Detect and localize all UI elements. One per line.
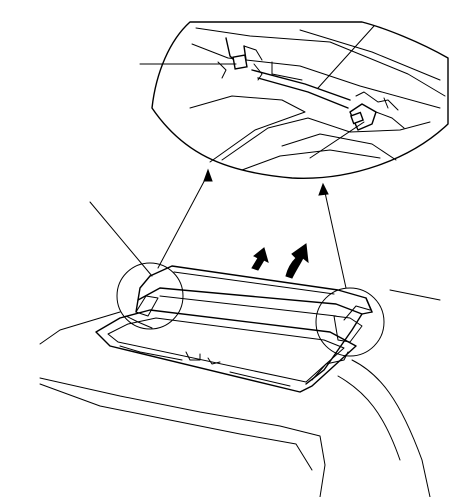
detail-glass-rail (251, 69, 351, 109)
detail-view-frame (151, 21, 449, 179)
sunroof-glass-frame-strip (159, 271, 337, 317)
projection-arrowhead-left (203, 168, 213, 182)
roof-outline-lower (39, 377, 326, 497)
detail-inner-panel (281, 133, 397, 161)
roof-right-contour (351, 359, 431, 497)
leader-right-bracket (309, 121, 365, 159)
detail-lower-trim (241, 149, 381, 171)
projection-line-right (323, 187, 347, 289)
roof-opening-tabs (185, 351, 221, 365)
detail-roof-edge-back (299, 29, 441, 81)
leader-rail (317, 25, 375, 89)
lift-arrow-small (251, 247, 269, 271)
roof-outline-upper (39, 289, 441, 345)
leader-main-left (89, 201, 153, 277)
roof-opening-frame-detail (119, 345, 291, 387)
roof-outline-side (39, 383, 313, 471)
detail-right-bracket (349, 91, 405, 131)
roof-right-contour-inner (337, 375, 401, 461)
lift-arrows (251, 243, 309, 279)
detail-view (139, 21, 449, 179)
projection-line-left (157, 173, 209, 269)
main-view (39, 201, 441, 497)
detail-opening-inner (221, 117, 431, 161)
main-left-bracket (125, 295, 159, 329)
projection-arrowhead-right (318, 182, 329, 196)
zoom-circle-right (315, 287, 385, 357)
zoom-circle-left (116, 262, 184, 330)
lift-arrow-large (285, 243, 309, 279)
detail-roof-edge-upper (195, 27, 446, 97)
detail-roof-edge-lower (191, 43, 441, 109)
sunroof-glass-bottom (137, 287, 363, 315)
projection-lines (157, 168, 347, 289)
sunroof-glass-left-edge (135, 275, 151, 313)
sunroof-glass-right-edge (305, 297, 373, 385)
detail-left-clip (217, 37, 263, 81)
detail-opening-left (189, 95, 306, 163)
roof-opening-inner (107, 317, 345, 383)
detail-rail-end (271, 61, 303, 81)
